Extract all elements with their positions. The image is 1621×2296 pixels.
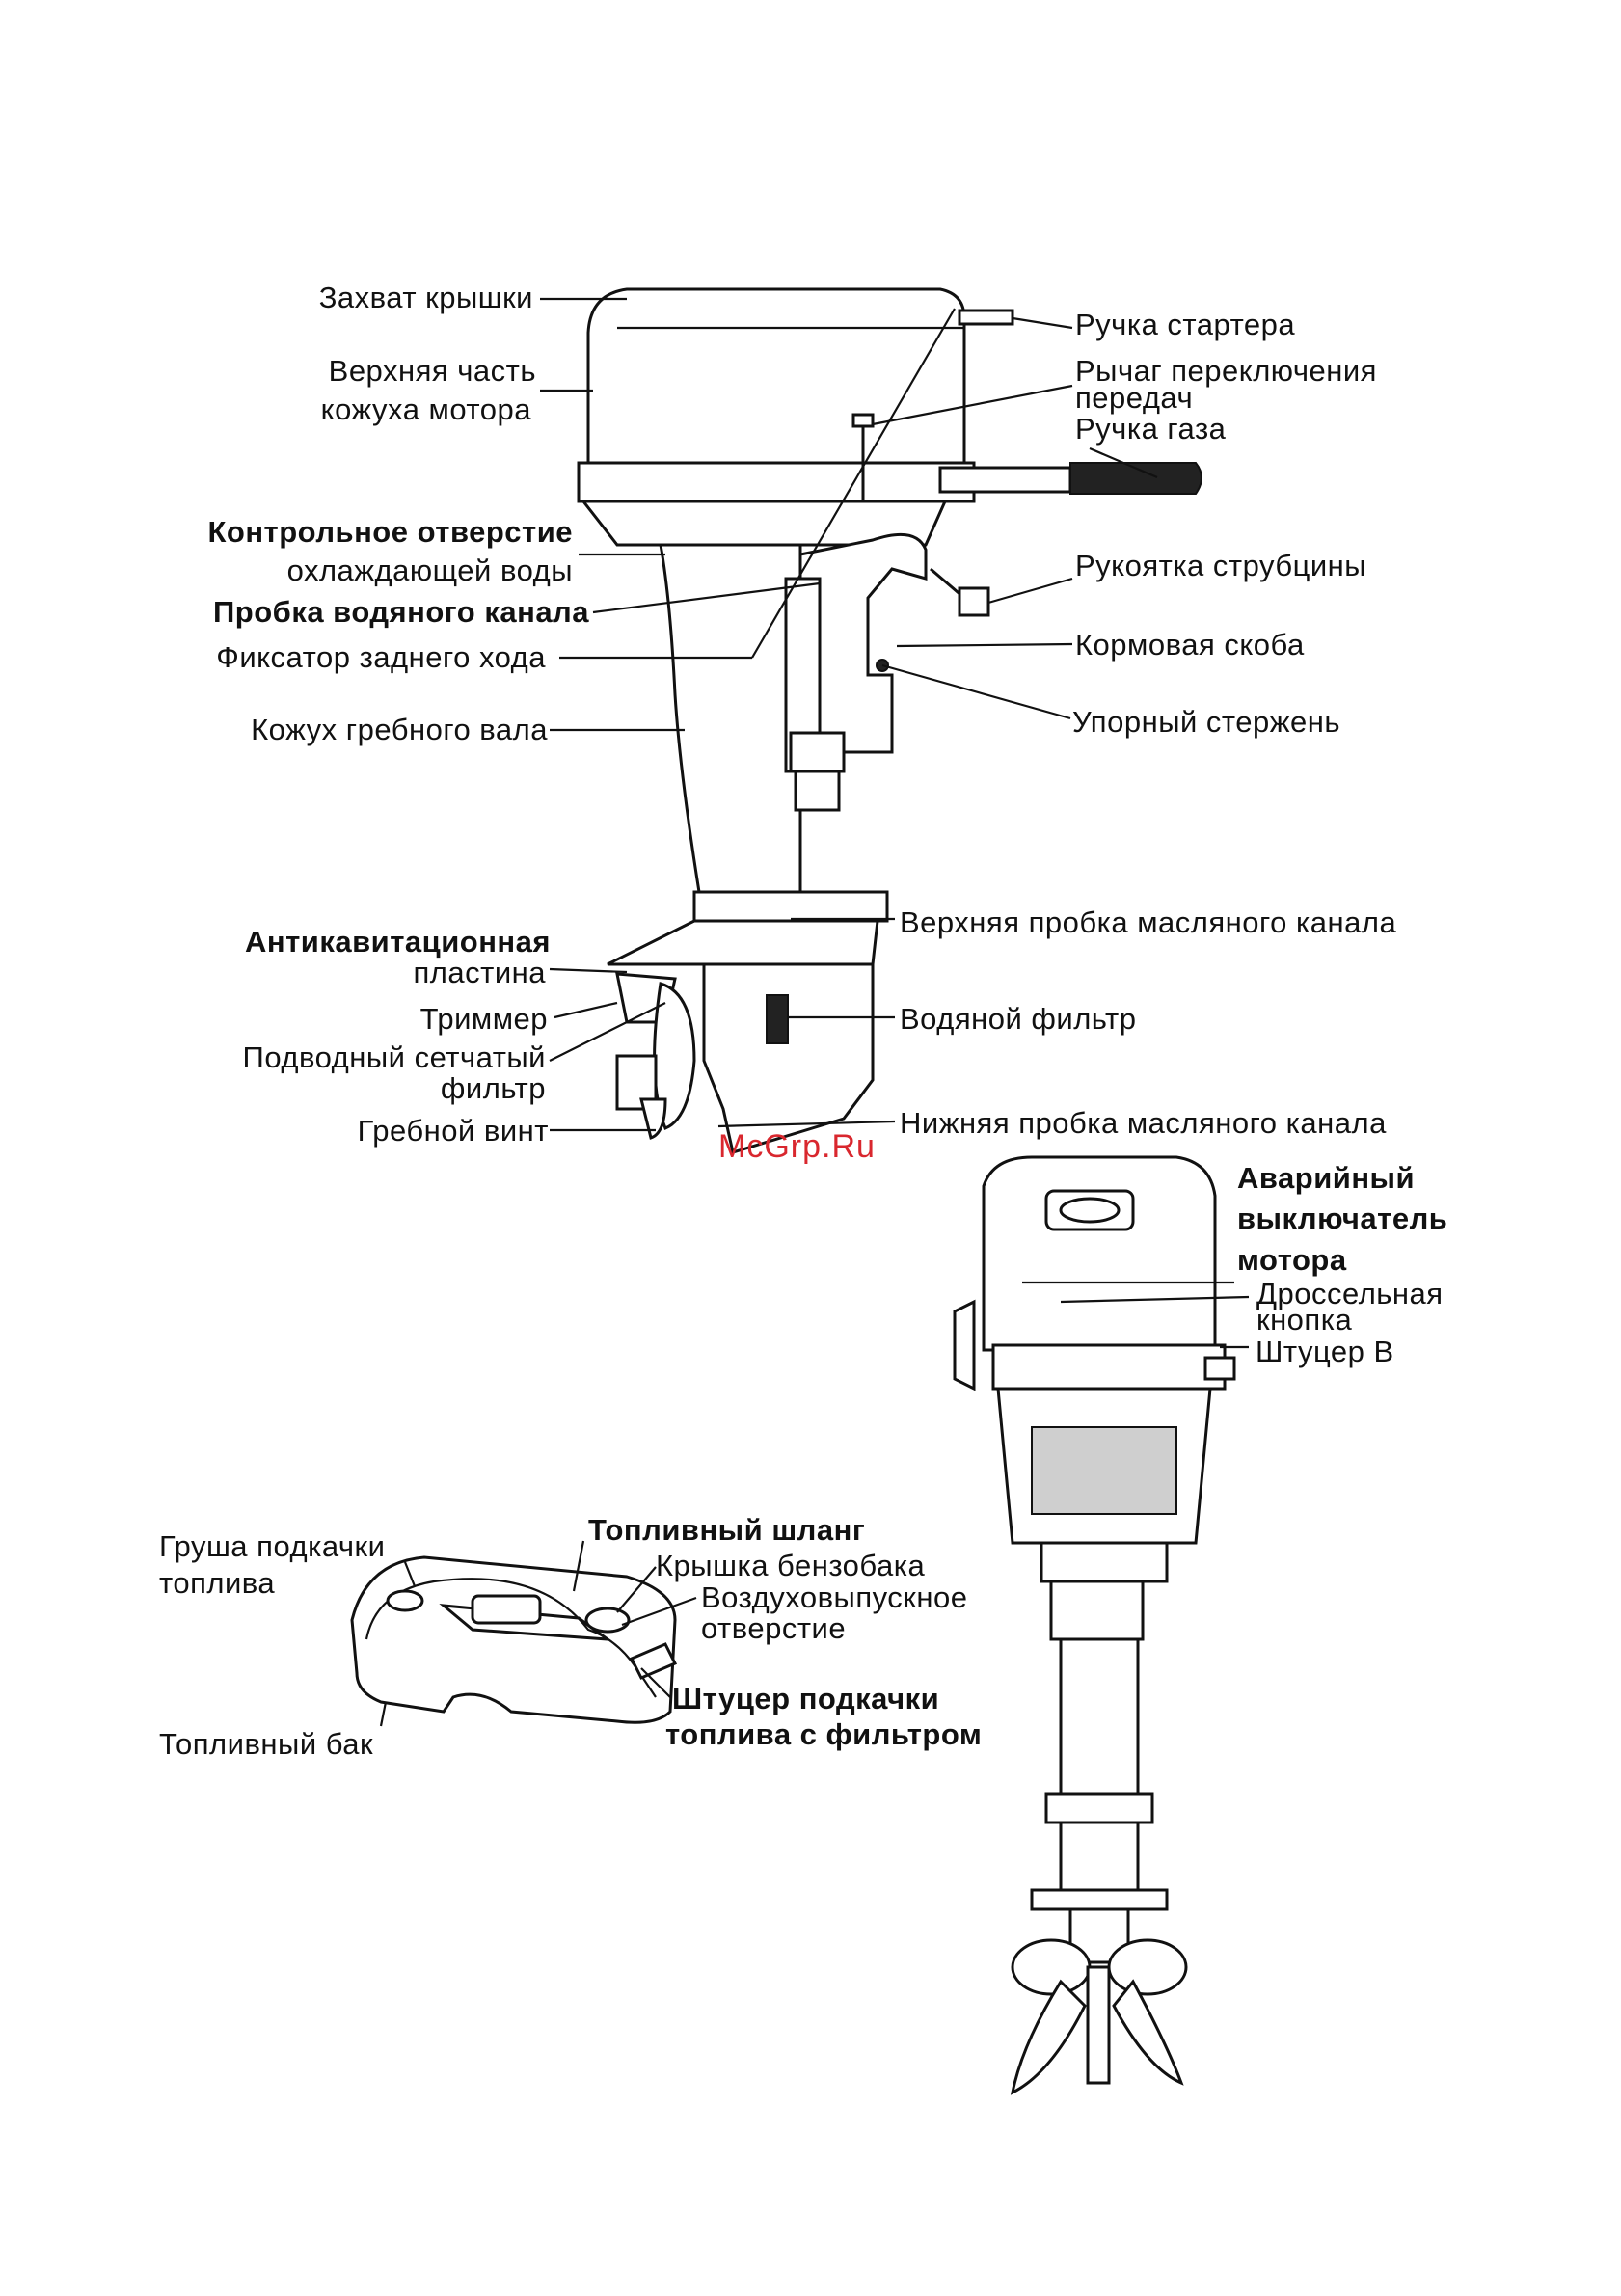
label-primer-fitting-1: Штуцер подкачки bbox=[672, 1682, 940, 1715]
front-view-motor bbox=[953, 1155, 1236, 2095]
label-reverse-lock: Фиксатор заднего хода bbox=[216, 640, 546, 674]
label-shift-lever-1: Рычаг переключения bbox=[1075, 354, 1377, 388]
label-pilot-hole-2: охлаждающей воды bbox=[286, 554, 573, 587]
label-upper-cowl-2: кожуха мотора bbox=[320, 392, 531, 426]
label-water-filter: Водяной фильтр bbox=[900, 1002, 1137, 1036]
label-anticav-2: пластина bbox=[413, 956, 546, 989]
label-water-plug: Пробка водяного канала bbox=[213, 595, 589, 629]
label-emergency-3: мотора bbox=[1237, 1243, 1347, 1277]
label-starter-handle: Ручка стартера bbox=[1075, 308, 1296, 341]
label-clamp-handle: Рукоятка струбцины bbox=[1075, 549, 1367, 582]
leader-lines bbox=[379, 297, 1250, 1727]
label-primer-bulb-2: топлива bbox=[159, 1566, 276, 1600]
label-primer-fitting-2: топлива с фильтром bbox=[665, 1717, 983, 1751]
label-emergency-2: выключатель bbox=[1237, 1202, 1448, 1235]
label-upper-oil-plug: Верхняя пробка масляного канала bbox=[900, 905, 1397, 939]
label-strainer-1: Подводный сетчатый bbox=[242, 1040, 546, 1074]
label-shift-lever-2: передач bbox=[1075, 381, 1194, 415]
label-propeller: Гребной винт bbox=[357, 1114, 549, 1148]
label-anticav-1: Антикавитационная bbox=[245, 925, 551, 959]
label-pilot-hole-1: Контрольное отверстие bbox=[207, 515, 573, 549]
fuel-tank bbox=[350, 1555, 678, 1724]
label-cover-latch: Захват крышки bbox=[318, 281, 533, 314]
side-view-motor bbox=[577, 287, 1202, 1154]
label-stern-bracket: Кормовая скоба bbox=[1075, 628, 1305, 662]
label-air-vent-1: Воздуховыпускное bbox=[701, 1580, 968, 1614]
label-throttle-grip: Ручка газа bbox=[1075, 412, 1227, 446]
label-fuel-tank: Топливный бак bbox=[159, 1727, 374, 1761]
label-primer-bulb-1: Груша подкачки bbox=[159, 1529, 386, 1563]
label-choke-1: Дроссельная bbox=[1256, 1277, 1444, 1310]
label-thrust-rod: Упорный стержень bbox=[1072, 705, 1340, 739]
label-upper-cowl-1: Верхняя часть bbox=[328, 354, 536, 388]
label-lower-oil-plug: Нижняя пробка масляного канала bbox=[900, 1106, 1387, 1140]
label-air-vent-2: отверстие bbox=[701, 1611, 847, 1645]
label-fitting-b: Штуцер В bbox=[1256, 1335, 1394, 1368]
label-fuel-hose: Топливный шланг bbox=[588, 1513, 866, 1547]
label-tank-cap: Крышка бензобака bbox=[656, 1549, 926, 1582]
label-strainer-2: фильтр bbox=[440, 1071, 546, 1105]
label-drive-shaft-housing: Кожух гребного вала bbox=[251, 713, 548, 746]
watermark: McGrp.Ru bbox=[718, 1128, 876, 1165]
label-choke-2: кнопка bbox=[1256, 1303, 1353, 1337]
label-emergency-1: Аварийный bbox=[1237, 1161, 1416, 1195]
label-trim-tab: Триммер bbox=[419, 1002, 548, 1036]
